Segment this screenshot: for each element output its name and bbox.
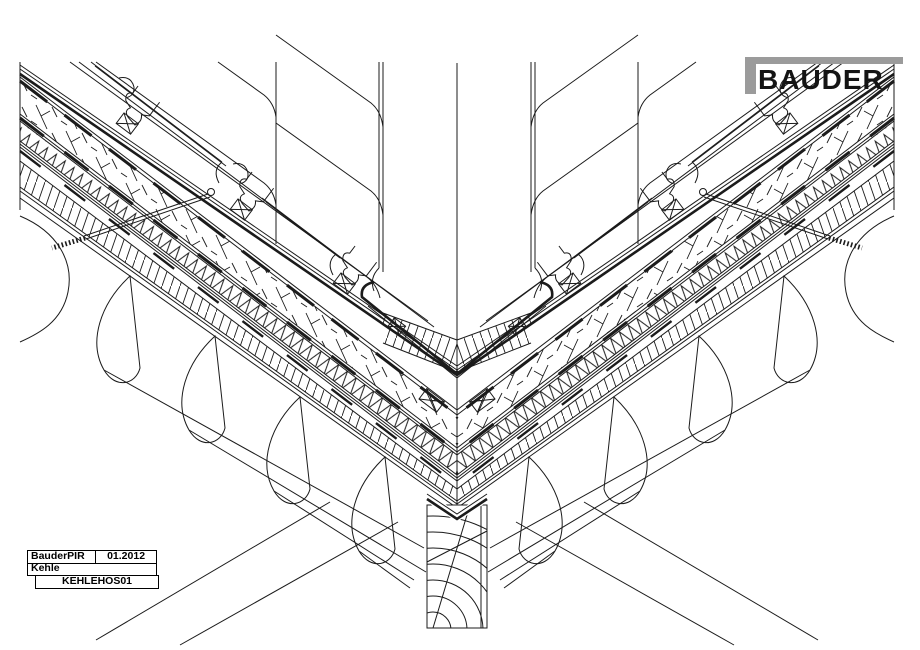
title-block-drawing-code: KEHLEHOS01 bbox=[35, 574, 159, 589]
title-block-product: BauderPIR bbox=[27, 550, 97, 564]
bauder-logo: BAUDER bbox=[745, 57, 905, 105]
logo-bracket-left bbox=[745, 57, 756, 94]
right-roof-slope bbox=[457, 35, 894, 645]
title-block: BauderPIR 01.2012 Kehle KEHLEHOS01 bbox=[27, 550, 159, 589]
logo-text: BAUDER bbox=[758, 64, 884, 95]
title-block-date: 01.2012 bbox=[95, 550, 157, 564]
wood-end-grain bbox=[427, 505, 487, 628]
valley-tip-line bbox=[426, 497, 488, 521]
logo-bracket-top bbox=[745, 57, 903, 64]
valley-beam bbox=[426, 492, 488, 629]
